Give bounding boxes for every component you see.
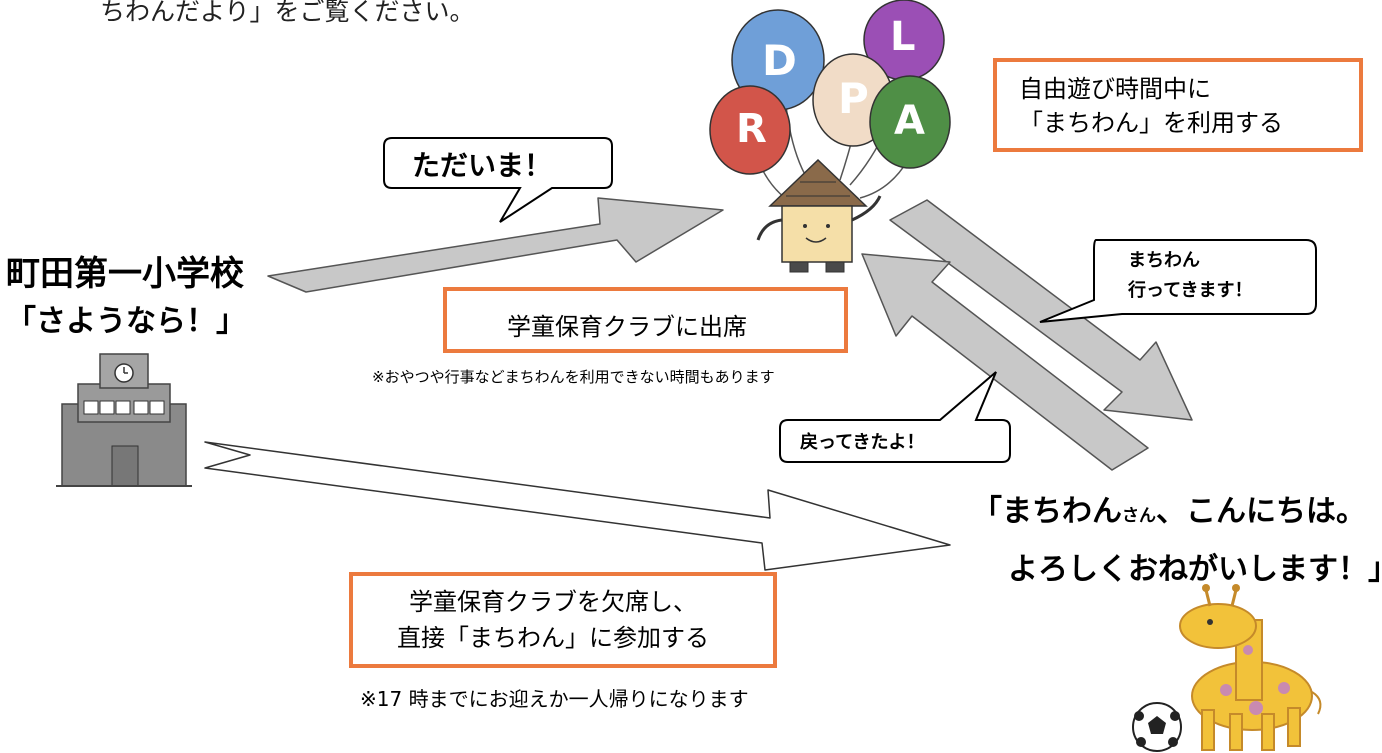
box-free-play-text: 自由遊び時間中に 「まちわん」を利用する: [1019, 75, 1283, 137]
box-absent-club: 学童保育クラブを欠席し、 直接「まちわん」に参加する: [349, 572, 777, 668]
speech-ittekimasu: まちわん 行ってきます！: [1128, 250, 1253, 301]
bubble-modottekita: [779, 371, 1011, 463]
arrow-school-to-giraffe: [204, 441, 951, 571]
speech-tadaima: ただいま！: [412, 149, 553, 182]
greeting-machiwan: 「まちわんさん、こんにちは。: [972, 486, 1366, 530]
arrow-giraffe-to-machiwan: [861, 253, 1149, 471]
box-attend-club-text: 学童保育クラブに出席: [507, 313, 747, 341]
note-absent: ※17 時までにお迎えか一人帰りになります: [360, 687, 749, 711]
speech-modottekita: 戻ってきたよ！: [800, 432, 925, 453]
balloon-house-mascot: [709, 0, 951, 273]
top-cut-text: ちわんだより」をご覧ください。: [100, 0, 475, 26]
note-attend: ※おやつや行事などまちわんを利用できない時間もあります: [372, 368, 775, 386]
balloon-a: [869, 75, 951, 169]
box-free-play: 自由遊び時間中に 「まちわん」を利用する: [993, 58, 1363, 152]
arrow-machiwan-to-giraffe: [889, 199, 1193, 421]
greeting-line1c: 、こんにちは。: [1156, 494, 1366, 529]
balloon-r: [709, 85, 791, 175]
bubble-ittekimasu: [1039, 239, 1317, 323]
arrow-school-to-machiwan: [267, 197, 724, 293]
box-absent-club-text: 学童保育クラブを欠席し、 直接「まちわん」に参加する: [397, 588, 709, 652]
balloon-letter-p: P: [838, 74, 869, 123]
box-attend-club: 学童保育クラブに出席: [443, 287, 848, 353]
school-building-icon: [56, 353, 192, 487]
school-name: 町田第一小学校: [6, 254, 244, 294]
greeting-line1b: さん: [1122, 506, 1156, 526]
balloon-letter-a: A: [894, 98, 925, 144]
bubble-tadaima: [383, 137, 613, 223]
soccer-ball-icon: [1132, 702, 1182, 752]
balloon-letter-d: D: [762, 36, 797, 85]
school-greeting: 「さようなら！」: [6, 304, 246, 339]
balloon-letter-r: R: [736, 106, 767, 152]
greeting-line2: よろしくおねがいします！」: [1008, 552, 1382, 587]
greeting-line1a: 「まちわん: [972, 494, 1122, 529]
giraffe-icon: [1179, 584, 1322, 751]
balloon-letter-l: L: [890, 14, 916, 60]
